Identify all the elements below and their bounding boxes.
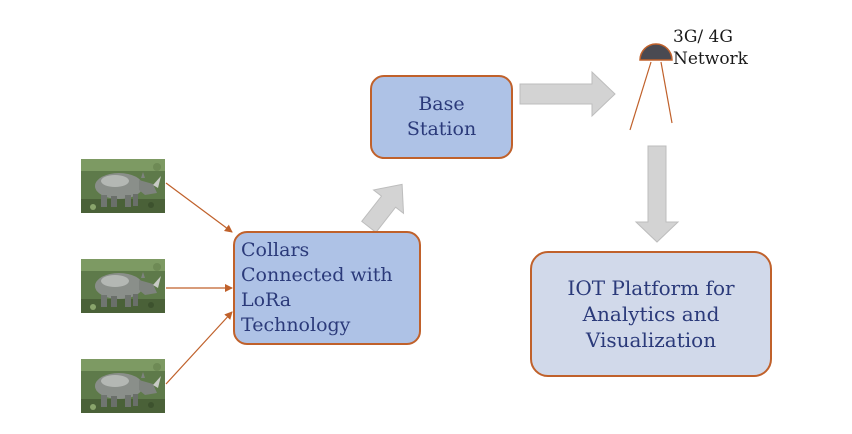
iot-label-line-3: Visualization [585,328,717,352]
iot-platform-box: IOT Platform for Analytics and Visualiza… [530,251,772,377]
connector-rhino-1 [165,182,233,233]
network-label-line-1: 3G/ 4G [673,27,733,47]
collars-label-line-3: LoRa [241,289,292,311]
iot-label-line-2: Analytics and [582,302,720,326]
network-label-line-2: Network [673,49,748,69]
collars-label-line-4: Technology [241,314,351,336]
arrow-network-to-iot [634,145,680,243]
base-station-label-line-1: Base [418,93,465,115]
base-station-label-line-2: Station [406,118,477,140]
arrow-base-to-network [519,70,616,118]
rhino-image-1 [81,159,165,213]
arrow-collars-to-base [361,183,405,234]
connector-rhino-3 [165,311,233,385]
iot-label-line-1: IOT Platform for [567,276,735,300]
network-label: 3G/ 4G Network [673,26,748,70]
collars-label-line-1: Collars [241,239,310,261]
collars-label-line-2: Connected with [241,264,393,286]
base-station-box: Base Station [370,75,513,159]
rhino-image-3 [81,359,165,413]
rhino-image-2 [81,259,165,313]
collars-box: Collars Connected with LoRa Technology [233,231,421,345]
network-tower-icon [629,43,673,131]
